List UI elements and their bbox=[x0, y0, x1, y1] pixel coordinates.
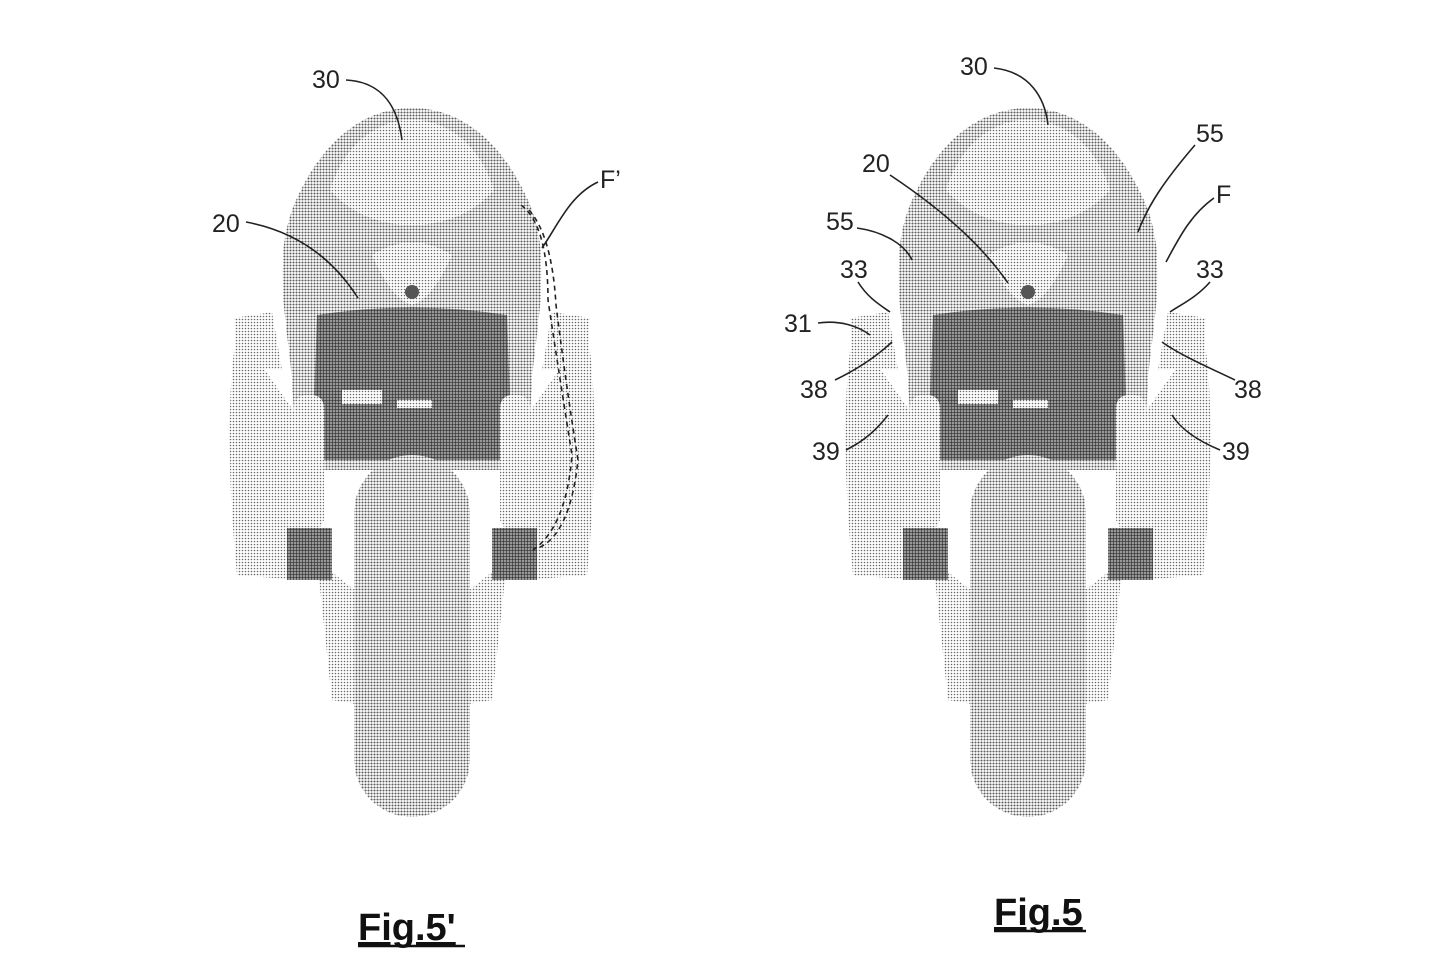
ref-38-left: 38 bbox=[800, 376, 828, 404]
ref-55-left: 55 bbox=[826, 208, 854, 236]
ref-39-left: 39 bbox=[812, 438, 840, 466]
ref-20: 20 bbox=[862, 150, 890, 178]
ref-20: 20 bbox=[212, 210, 240, 238]
ref-33-left: 33 bbox=[840, 256, 868, 284]
figure-5: 30 20 55 55 F 33 33 31 38 38 39 39 Fig.5 bbox=[784, 53, 1262, 934]
figure-5-prime: 30 20 F’ Fig.5' bbox=[212, 66, 621, 949]
ref-30: 30 bbox=[312, 66, 340, 94]
ref-55-right: 55 bbox=[1196, 120, 1224, 148]
flow-contour-f-prime bbox=[520, 204, 573, 553]
ref-33-right: 33 bbox=[1196, 256, 1224, 284]
ref-31: 31 bbox=[784, 310, 812, 338]
caption-fig-5-prime: Fig.5' bbox=[358, 907, 456, 949]
ref-f-prime: F’ bbox=[600, 166, 621, 194]
ref-30: 30 bbox=[960, 53, 988, 81]
ref-38-right: 38 bbox=[1234, 376, 1262, 404]
caption-fig-5: Fig.5 bbox=[994, 892, 1083, 934]
ref-f: F bbox=[1216, 181, 1231, 209]
ref-39-right: 39 bbox=[1222, 438, 1250, 466]
